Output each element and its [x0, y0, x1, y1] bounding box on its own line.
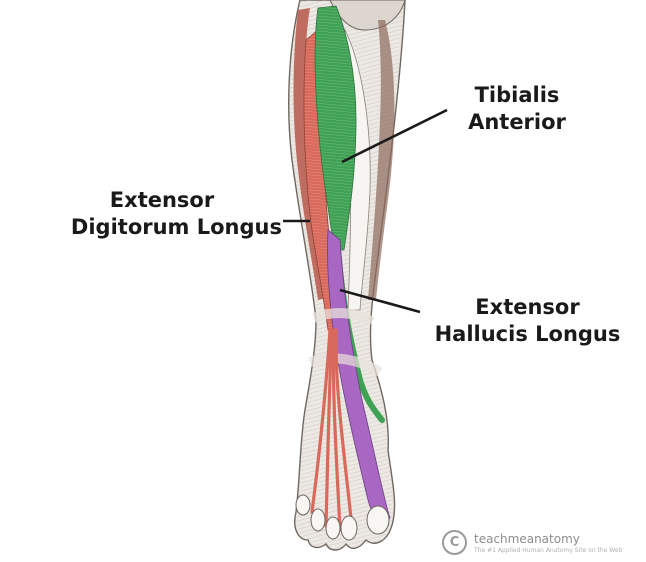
label-ehl-line2: Hallucis Longus: [434, 322, 621, 346]
label-ehl-line1: Extensor: [475, 295, 580, 319]
superior-retinaculum: [312, 308, 375, 327]
edl-tendon: [331, 328, 342, 532]
watermark-subtitle: The #1 Applied Human Anatomy Site on the…: [474, 547, 623, 554]
label-edl-line2: Digitorum Longus: [70, 215, 282, 239]
label-extensor-digitorum-longus: Extensor Digitorum Longus: [42, 187, 282, 241]
edl-tendon: [310, 328, 332, 514]
medial-muscle: [368, 20, 395, 300]
toe: [325, 516, 341, 540]
label-tibialis-anterior-line1: Tibialis: [474, 83, 560, 107]
leader-line-extensor-hallucis-longus: [339, 288, 421, 314]
leader-line-tibialis-anterior: [341, 108, 448, 164]
copyright-icon: C: [442, 530, 467, 555]
label-tibialis-anterior: Tibialis Anterior: [452, 82, 582, 136]
watermark-brand: teachmeanatomy: [474, 532, 580, 546]
watermark: C teachmeanatomy The #1 Applied Human An…: [442, 530, 642, 556]
label-edl-line1: Extensor: [109, 188, 215, 212]
toe: [340, 515, 358, 541]
toe: [295, 494, 311, 516]
label-extensor-hallucis-longus: Extensor Hallucis Longus: [425, 294, 630, 348]
label-tibialis-anterior-line2: Anterior: [468, 110, 566, 134]
edl-tendon: [324, 328, 334, 528]
ta-texture: [315, 6, 356, 250]
edl-tendon: [334, 328, 354, 530]
toe: [366, 505, 390, 535]
lateral-muscle: [293, 8, 326, 300]
inferior-retinaculum: [308, 353, 383, 377]
toe: [310, 508, 326, 532]
